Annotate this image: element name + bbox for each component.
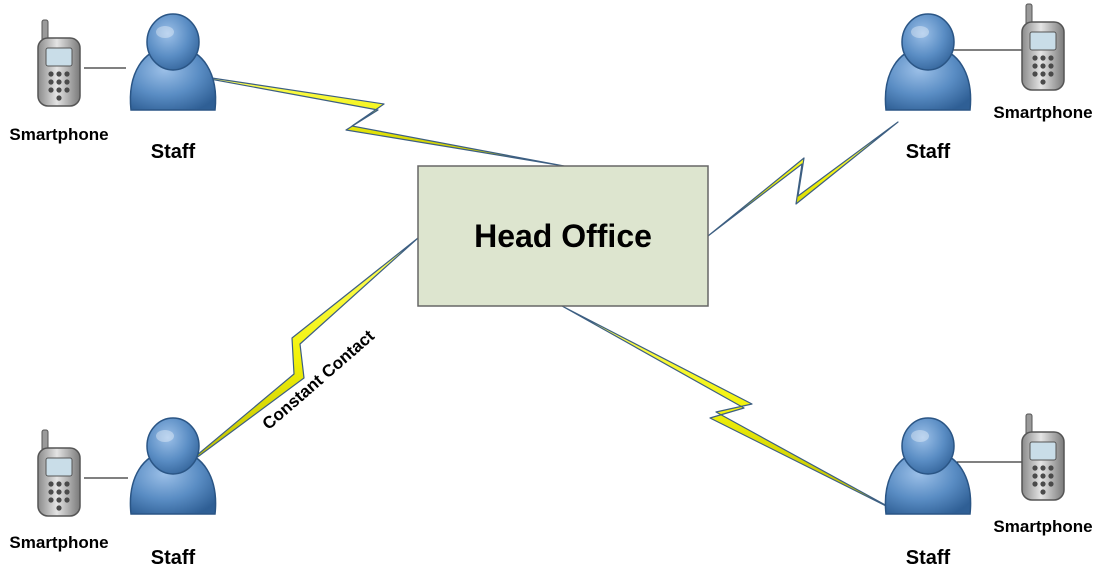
smartphone-label: Smartphone	[9, 533, 108, 552]
staff-label: Staff	[151, 547, 196, 569]
lightning-bolt-icon	[171, 71, 565, 167]
lightning-bolt-icon	[707, 121, 899, 237]
head-office: Head Office	[417, 165, 709, 307]
constant-contact-label: Constant Contact	[259, 326, 379, 433]
smartphone-label: Smartphone	[9, 125, 108, 144]
mobile-phone-icon	[1021, 413, 1065, 501]
head-office-box	[417, 165, 709, 307]
mobile-phone-icon	[1021, 3, 1065, 91]
staff-label: Staff	[906, 547, 951, 569]
node-bottom-left: Smartphone Staff	[9, 417, 217, 569]
smartphone-label: Smartphone	[993, 517, 1092, 536]
lightning-bolt-icon	[171, 237, 419, 477]
staff-label: Staff	[906, 141, 951, 163]
node-bottom-right: Smartphone Staff	[884, 413, 1093, 569]
person-icon	[129, 13, 217, 111]
link-top-left	[171, 71, 565, 167]
link-bottom-left	[171, 237, 419, 477]
mobile-phone-icon	[37, 429, 81, 517]
head-office-label: Head Office	[474, 218, 652, 254]
person-icon	[129, 417, 217, 515]
person-icon	[884, 417, 972, 515]
lightning-bolt-icon	[561, 305, 899, 513]
mobile-phone-icon	[37, 19, 81, 107]
node-top-left: Smartphone Staff	[9, 13, 217, 163]
node-top-right: Smartphone Staff	[884, 3, 1093, 163]
smartphone-label: Smartphone	[993, 103, 1092, 122]
person-icon	[884, 13, 972, 111]
link-bottom-right	[561, 305, 899, 513]
link-top-right	[707, 121, 899, 237]
staff-label: Staff	[151, 141, 196, 163]
